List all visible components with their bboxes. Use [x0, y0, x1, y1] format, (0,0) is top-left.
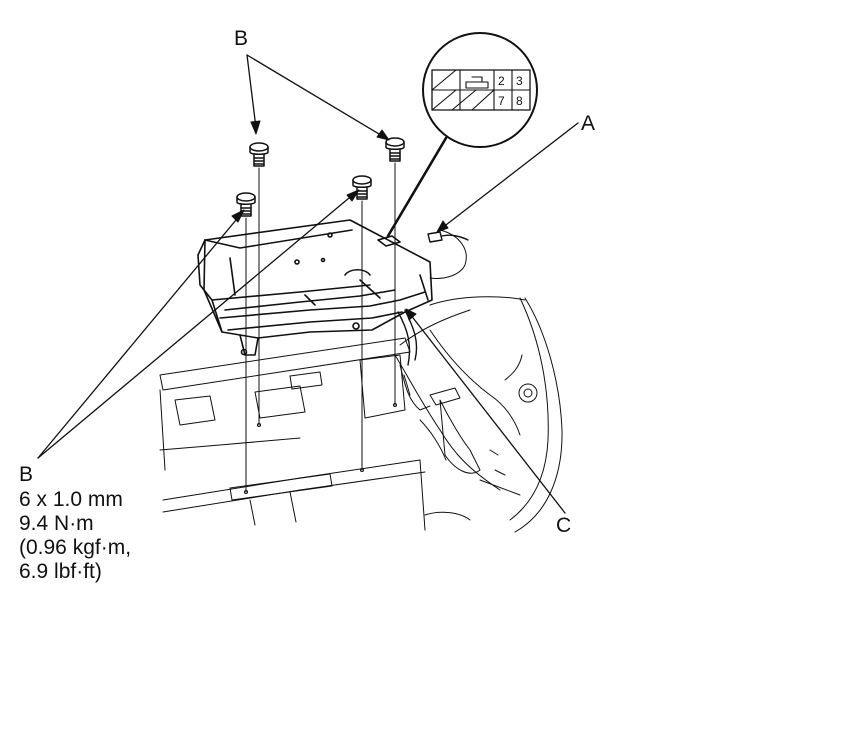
wire-harness: [397, 309, 418, 366]
ecu-unit: [197, 219, 433, 356]
torque-lbf: 6.9 lbf·ft): [19, 560, 102, 583]
callout-label-c: C: [556, 514, 572, 537]
bolt-1: [249, 142, 269, 167]
arrowheads: [231, 120, 449, 321]
callout-label-b-bottom: B: [19, 463, 34, 486]
pin-label: 2: [498, 74, 505, 88]
inset-pointer-line: [386, 136, 448, 238]
torque-kgf: (0.96 kgf·m,: [19, 536, 132, 559]
bolt-3: [236, 192, 256, 217]
leader-lines: [37, 54, 579, 514]
callout-label-a: A: [581, 112, 596, 135]
torque-nm: 9.4 N·m: [19, 512, 94, 535]
connector-inset: [422, 32, 538, 148]
connector-pin-labels: 2 3 7 8: [498, 74, 523, 108]
pin-label: 7: [498, 94, 505, 108]
bolt-2: [385, 137, 405, 162]
pin-label: 3: [516, 74, 523, 88]
pin-label: 8: [516, 94, 523, 108]
bolt-size: 6 x 1.0 mm: [19, 488, 123, 511]
bolt-axis-lines: [244, 162, 397, 494]
bolt-spec: 6 x 1.0 mm 9.4 N·m (0.96 kgf·m, 6.9 lbf·…: [19, 488, 131, 584]
callout-label-b-top: B: [234, 27, 249, 50]
harness-connector: [427, 231, 469, 243]
vehicle-floor-panel: [159, 229, 563, 533]
